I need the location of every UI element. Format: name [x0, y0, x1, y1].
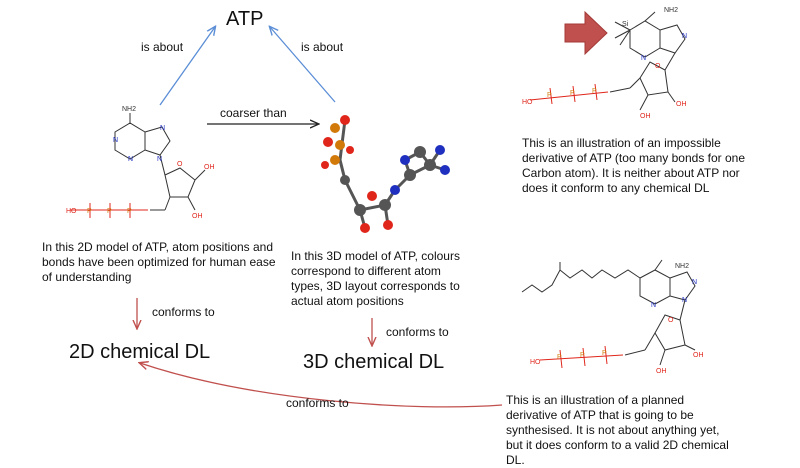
atom-ho-label: HO: [522, 99, 533, 106]
atom-p-label: P: [557, 354, 562, 361]
caption-planned-derivative: This is an illustration of a planned der…: [506, 393, 729, 467]
is-about-arrow-right: [270, 27, 336, 103]
atp-2d-structure: [70, 113, 206, 218]
edge-label-conforms-to-bottom: conforms to: [286, 396, 349, 410]
edge-label-conforms-to-3d: conforms to: [386, 325, 449, 339]
caption-2d-model: In this 2D model of ATP, atom positions …: [42, 240, 276, 284]
atom-p-label: P: [570, 90, 575, 97]
atp-3d-model: [321, 115, 450, 233]
atom-oh-label: OH: [693, 352, 704, 359]
atom-oh-label: OH: [676, 101, 687, 108]
conforms-to-arrow-bottom: [140, 363, 503, 408]
atom-n-label: N: [641, 55, 646, 62]
amine-label: NH2: [122, 106, 136, 113]
atom-p-label: P: [592, 88, 597, 95]
atom-o-label: O: [655, 63, 661, 70]
atom-o-label: O: [668, 317, 674, 324]
edge-label-is-about-left: is about: [141, 40, 184, 54]
node-3d-chemical-dl: 3D chemical DL: [303, 351, 445, 373]
atom-ho-label: HO: [530, 359, 541, 366]
atom-p-label: P: [547, 92, 552, 99]
atom-oh-label: OH: [656, 368, 667, 375]
atom-p-label: P: [580, 352, 585, 359]
diagram-canvas: N N N N NH2 O OH OH HO P P P: [0, 7, 746, 467]
atom-n-label: N: [682, 297, 687, 304]
atom-n-label: N: [113, 137, 118, 144]
atom-ho-label: HO: [66, 208, 77, 215]
edge-label-is-about-right: is about: [301, 40, 344, 54]
edge-label-conforms-to-2d: conforms to: [152, 305, 215, 319]
connector-layer: [0, 10, 608, 408]
planned-derivative-structure: [521, 259, 696, 369]
atom-o-label: O: [177, 161, 183, 168]
node-atp: ATP: [226, 8, 264, 30]
caption-impossible-derivative: This is an illustration of an impossible…: [522, 136, 746, 195]
atom-n-label: N: [128, 156, 133, 163]
atom-n-label: N: [682, 33, 687, 40]
amine-label: NH2: [664, 7, 678, 14]
caption-3d-model: In this 3D model of ATP, colours corresp…: [291, 249, 460, 308]
atom-oh-label: OH: [204, 164, 215, 171]
edge-label-coarser-than: coarser than: [220, 106, 287, 120]
silicon-label: Si: [622, 21, 629, 28]
atom-p-label: P: [87, 208, 92, 215]
amine-label: NH2: [675, 263, 689, 270]
atom-oh-label: OH: [192, 213, 203, 220]
impossible-derivative-structure: [529, 11, 686, 111]
node-2d-chemical-dl: 2D chemical DL: [69, 341, 211, 363]
atom-p-label: P: [602, 350, 607, 357]
atom-oh-label: OH: [640, 113, 651, 120]
atom-n-label: N: [692, 279, 697, 286]
molecules-layer: N N N N NH2 O OH OH HO P P P: [66, 7, 704, 375]
atom-p-label: P: [127, 208, 132, 215]
atom-p-label: P: [107, 208, 112, 215]
atom-n-label: N: [651, 302, 656, 309]
pointer-arrow: [564, 10, 608, 56]
is-about-arrow-left: [159, 27, 215, 106]
atom-n-label: N: [160, 125, 165, 132]
atom-n-label: N: [157, 156, 162, 163]
